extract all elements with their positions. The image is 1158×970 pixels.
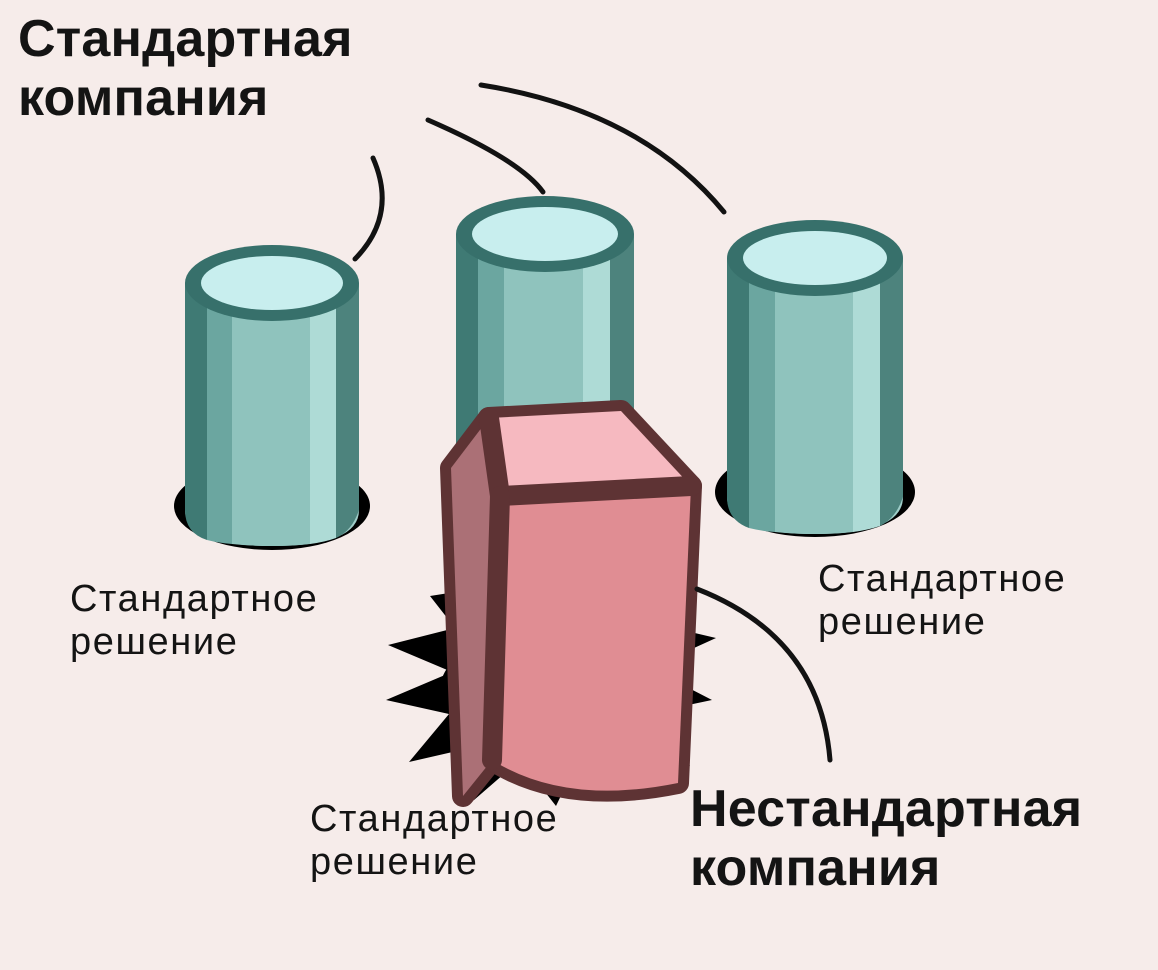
- leader-line-to-middle-cylinder: [425, 117, 546, 195]
- cylinder-left-highlight: [310, 283, 336, 544]
- label-standard-solution-left: Стандартное решение: [70, 578, 319, 664]
- page-title-standard-company: Стандартная компания: [18, 10, 353, 128]
- leader-lines: [352, 82, 833, 763]
- page-title-nonstandard-company: Нестандартная компания: [690, 780, 1083, 898]
- cylinder-right-top: [743, 231, 887, 285]
- cylinder-left-shade-mid: [232, 283, 310, 546]
- cylinder-right-shade-left: [749, 258, 775, 532]
- cylinder-left: [174, 245, 370, 550]
- cylinder-middle-top: [472, 207, 618, 261]
- leader-line-to-right-cylinder: [478, 82, 727, 215]
- cylinder-right-shade-mid: [775, 258, 853, 534]
- box-top-face: [489, 411, 691, 496]
- cylinder-right: [715, 220, 915, 537]
- nonstandard-box: [440, 400, 702, 807]
- label-standard-solution-right: Стандартное решение: [818, 558, 1067, 644]
- cylinder-left-shade-left: [207, 283, 232, 544]
- cylinder-left-top: [201, 256, 343, 310]
- leader-line-to-left-cylinder: [352, 155, 385, 262]
- label-standard-solution-bottom: Стандартное решение: [310, 798, 559, 884]
- cylinder-left-shade-right: [336, 283, 359, 538]
- cylinder-left-shade-far-left: [185, 283, 207, 540]
- leader-line-to-nonstandard-label: [694, 586, 833, 763]
- cylinder-right-shade-far-left: [727, 258, 749, 528]
- box-edge-vertical: [482, 486, 510, 770]
- box-front-face: [492, 486, 691, 791]
- cylinder-right-shade-right: [880, 258, 903, 526]
- cylinder-right-highlight: [853, 258, 880, 532]
